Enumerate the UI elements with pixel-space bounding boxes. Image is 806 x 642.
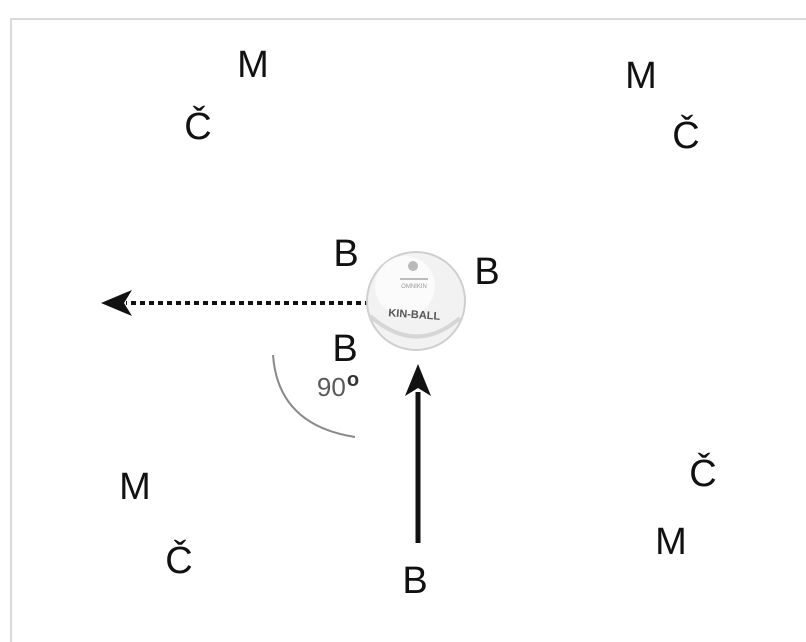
player-label-m-top-left: M <box>237 44 269 86</box>
solid-arrow-head <box>405 364 431 396</box>
dashed-arrow-head <box>101 290 132 316</box>
player-label-c-bottom-right: Č <box>689 453 717 495</box>
ball-brand-text: KIN-BALL <box>388 307 441 323</box>
player-label-m-top-right: M <box>625 55 657 97</box>
angle-unit: o <box>346 369 360 392</box>
player-label-c-bottom-left: Č <box>165 540 193 582</box>
kin-ball-icon: OMNIKIN KIN-BALL <box>366 251 466 351</box>
player-label-b-upper-left: B <box>333 233 359 275</box>
player-label-c-top-right: Č <box>672 115 700 157</box>
player-label-b-right: B <box>474 251 500 293</box>
angle-label: 90o <box>317 369 359 403</box>
angle-value: 90 <box>316 371 346 402</box>
ball-top-text: OMNIKIN <box>401 284 427 290</box>
player-label-b-lower-left: B <box>332 328 358 370</box>
player-label-b-bottom: B <box>402 560 428 602</box>
player-label-m-bottom-right: M <box>655 521 687 563</box>
player-label-m-bottom-left: M <box>119 466 151 508</box>
player-label-c-top-left: Č <box>184 106 212 148</box>
angle-arc <box>272 354 356 438</box>
